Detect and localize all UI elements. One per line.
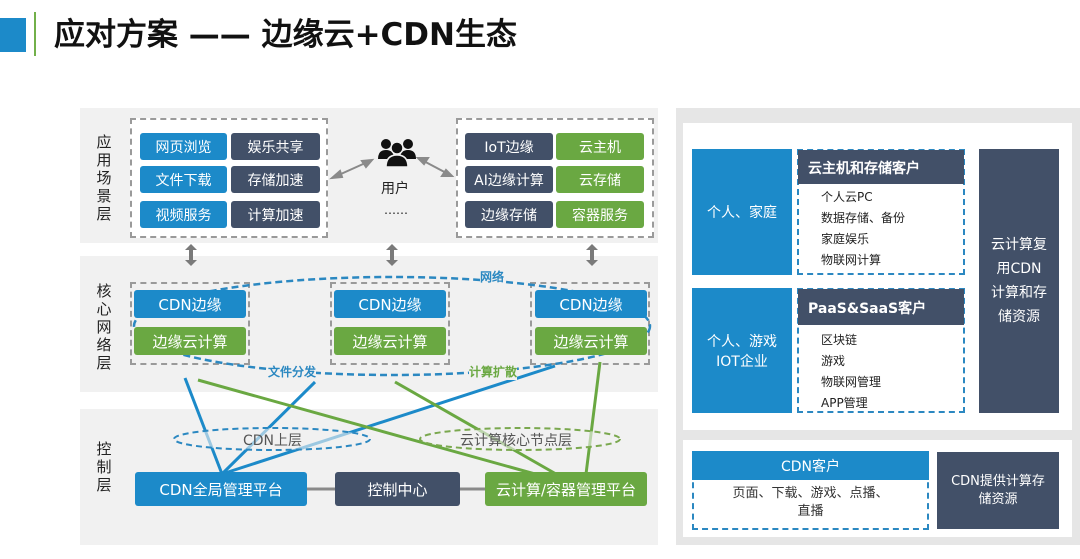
app-item: 计算加速 — [231, 201, 320, 228]
segment-personal-home: 个人、家庭 — [692, 149, 792, 275]
link-line — [183, 377, 224, 475]
file-distribution-label: 文件分发 — [268, 363, 317, 380]
cdn-upper-label: CDN上层 — [243, 433, 303, 449]
app-item: 边缘存储 — [465, 201, 553, 228]
link-line — [584, 361, 602, 475]
cdn-customer-header: CDN客户 — [692, 451, 929, 480]
arrowhead — [440, 168, 455, 177]
app-item: 网页浏览 — [140, 133, 227, 160]
app-item: 视频服务 — [140, 201, 227, 228]
cloud-core-ellipse — [419, 427, 621, 451]
provides-line: CDN提供计算存 — [951, 473, 1045, 489]
cdn-management-platform: CDN全局管理平台 — [135, 472, 307, 506]
arrowhead — [415, 157, 430, 166]
cloud-reuse-cdn-note: 云计算复 用CDN 计算和存 储资源 — [979, 149, 1059, 413]
link-line — [197, 378, 536, 476]
application-layer-label: 应用场景层 — [96, 133, 112, 223]
cdn-edge-box: CDN边缘 — [334, 290, 446, 318]
cdn-edge-box: CDN边缘 — [535, 290, 647, 318]
group2-item: 物联网管理 — [821, 375, 882, 389]
segment-personal-game-iot: 个人、游戏 IOT企业 — [692, 288, 792, 413]
group1-header-bg — [798, 150, 964, 184]
vertical-double-arrow — [386, 244, 398, 266]
cdn-provides-resources: CDN提供计算存 储资源 — [937, 452, 1059, 529]
group1-item: 家庭娱乐 — [821, 232, 870, 246]
core-node-frame — [530, 282, 650, 365]
cdn-upper-ellipse — [173, 427, 371, 451]
segment-line: IOT企业 — [716, 353, 768, 370]
group1-item: 个人云PC — [821, 190, 873, 204]
network-ring — [132, 275, 652, 377]
core-network-layer — [80, 256, 658, 392]
arrowhead — [328, 169, 344, 180]
group2-item: 游戏 — [821, 354, 846, 368]
network-label: 网络 — [480, 268, 505, 285]
app-item: 云主机 — [556, 133, 644, 160]
cdn-edge-box: CDN边缘 — [134, 290, 246, 318]
core-layer-label: 核心网络层 — [96, 282, 112, 372]
app-item: 存储加速 — [231, 166, 320, 193]
app-item: 容器服务 — [556, 201, 644, 228]
edge-cloud-box: 边缘云计算 — [334, 327, 446, 355]
users-icon — [377, 137, 417, 173]
edge-cloud-box: 边缘云计算 — [535, 327, 647, 355]
group2-header: PaaS&SaaS客户 — [808, 301, 927, 317]
group2-header-bg — [798, 289, 964, 325]
title-separator — [34, 12, 36, 56]
app-item: 娱乐共享 — [231, 133, 320, 160]
compute-spread-label: 计算扩散 — [469, 363, 518, 380]
note-line: 云计算复 — [991, 237, 1047, 253]
app-item: AI边缘计算 — [465, 166, 553, 193]
user-ellipsis: …… — [384, 203, 408, 217]
app-item: 文件下载 — [140, 166, 227, 193]
vertical-double-arrow — [185, 244, 197, 266]
cdn-customer-line: 页面、下载、游戏、点播、 — [732, 486, 889, 501]
group2-item: APP管理 — [821, 396, 868, 410]
cloud-container-platform: 云计算/容器管理平台 — [485, 472, 647, 506]
group1-item: 物联网计算 — [821, 253, 882, 267]
app-item: 云存储 — [556, 166, 644, 193]
vertical-double-arrow — [586, 244, 598, 266]
group1-header: 云主机和存储客户 — [808, 161, 920, 177]
user-label: 用户 — [381, 181, 409, 197]
group2-item: 区块链 — [821, 333, 858, 347]
edge-cloud-box: 边缘云计算 — [134, 327, 246, 355]
control-center: 控制中心 — [335, 472, 460, 506]
note-line: 储资源 — [998, 309, 1040, 325]
core-node-frame — [130, 282, 250, 365]
cdn-customer-body: 页面、下载、游戏、点播、 直播 — [694, 485, 927, 521]
control-layer-label: 控制层 — [96, 440, 112, 494]
vertical-arrows — [185, 244, 598, 266]
note-line: 用CDN — [996, 261, 1042, 277]
group1-item: 数据存储、备份 — [821, 211, 906, 225]
title-accent-bar — [0, 18, 26, 52]
page-title: 应对方案 —— 边缘云+CDN生态 — [54, 17, 517, 53]
cloud-core-label: 云计算核心节点层 — [460, 433, 572, 449]
provides-line: 储资源 — [978, 491, 1018, 507]
note-line: 计算和存 — [991, 285, 1047, 301]
core-node-frame — [330, 282, 450, 365]
app-item: IoT边缘 — [465, 133, 553, 160]
cdn-customer-line: 直播 — [797, 504, 824, 519]
link-line — [221, 364, 556, 476]
segment-line: 个人、游戏 — [707, 333, 777, 350]
arrowhead — [360, 158, 375, 169]
link-line — [394, 380, 557, 476]
